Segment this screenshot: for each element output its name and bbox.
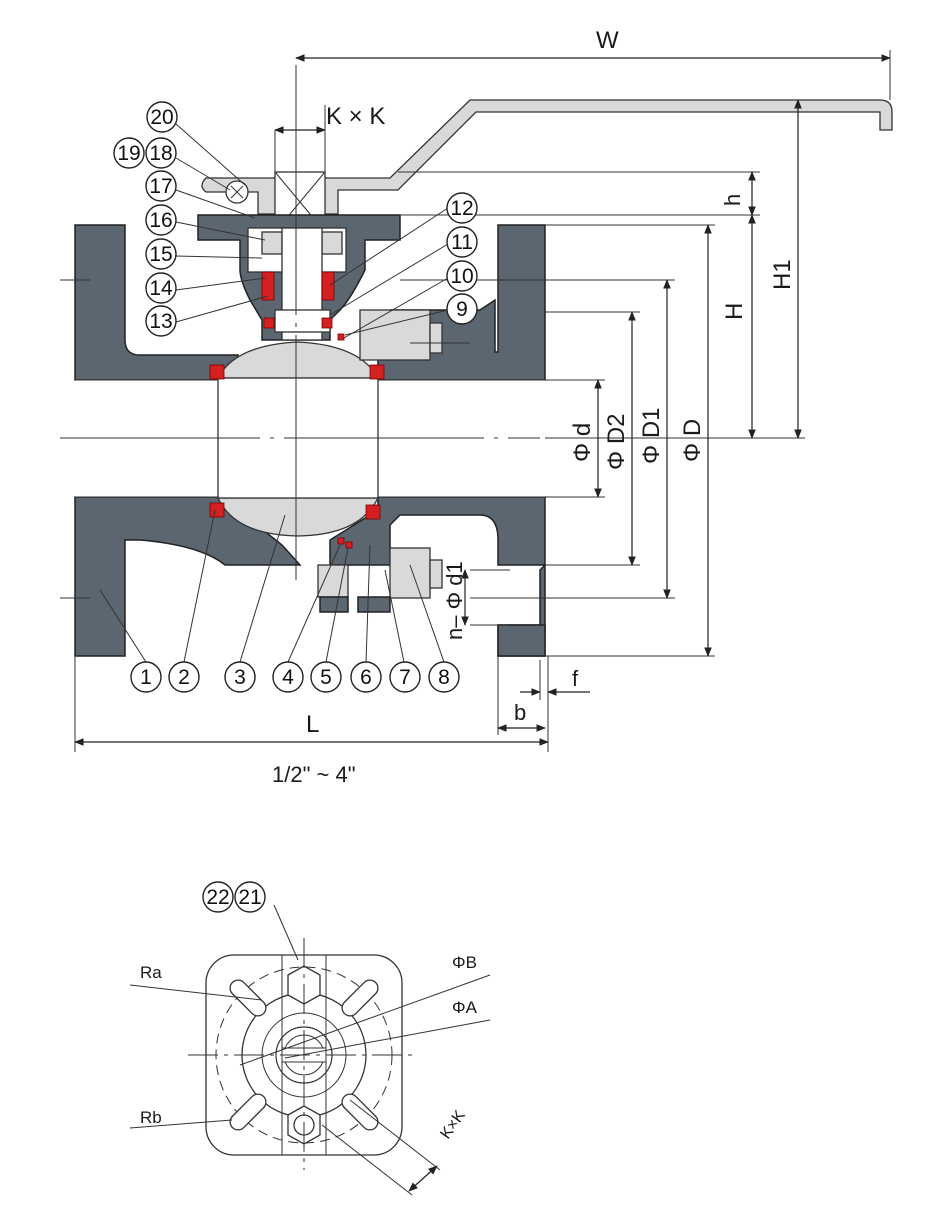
svg-text:3: 3 — [234, 666, 246, 689]
part-callout-22: 22 — [202, 881, 234, 913]
label-phi-B: ΦB — [452, 953, 477, 972]
part-callout-6: 6 — [350, 661, 382, 693]
dim-phi-d: Φ d — [569, 423, 596, 462]
part-callout-15: 15 — [145, 238, 177, 270]
dim-f: f — [572, 666, 579, 691]
dim-phi-D1: Φ D1 — [638, 408, 665, 465]
part-callout-10: 10 — [446, 260, 478, 292]
part-callout-16: 16 — [145, 204, 177, 236]
svg-text:21: 21 — [238, 886, 261, 909]
part-callout-13: 13 — [145, 305, 177, 337]
dim-b: b — [514, 700, 526, 725]
svg-text:20: 20 — [150, 106, 173, 129]
ball — [216, 341, 380, 537]
gland-nut-left — [261, 231, 283, 255]
dim-KxK: K × K — [326, 103, 385, 130]
dim-phi-D: Φ D — [679, 419, 706, 462]
dim-H: H — [721, 303, 748, 320]
dim-W: W — [596, 27, 619, 54]
svg-text:2: 2 — [178, 666, 190, 689]
svg-text:9: 9 — [456, 298, 468, 321]
svg-text:16: 16 — [149, 209, 172, 232]
gland-nut-right — [321, 231, 343, 255]
part-callout-4: 4 — [272, 661, 304, 693]
valve-body-left — [74, 224, 302, 657]
svg-text:13: 13 — [149, 310, 172, 333]
svg-text:14: 14 — [149, 277, 173, 300]
label-Ra: Ra — [140, 963, 162, 982]
part-callout-1: 1 — [130, 661, 162, 693]
svg-text:8: 8 — [438, 666, 450, 689]
dim-L: L — [306, 711, 319, 738]
part-callout-7: 7 — [389, 661, 421, 693]
size-range: 1/2" ~ 4" — [272, 762, 356, 787]
svg-text:12: 12 — [450, 197, 473, 220]
part-callout-18: 18 — [145, 137, 177, 169]
svg-text:6: 6 — [360, 666, 372, 689]
part-callout-11: 11 — [446, 226, 478, 258]
part-callout-19: 19 — [113, 137, 145, 169]
dimension-lines — [74, 50, 891, 752]
label-Rb: Rb — [140, 1108, 162, 1127]
bolts — [317, 309, 443, 613]
svg-text:1: 1 — [140, 666, 152, 689]
callout-leaders — [99, 123, 449, 663]
handle-lever — [201, 99, 893, 215]
part-callout-20: 20 — [146, 101, 178, 133]
part-callout-8: 8 — [428, 661, 460, 693]
centerlines — [60, 65, 545, 599]
dim-phi-D2: Φ D2 — [603, 414, 630, 471]
svg-text:18: 18 — [149, 142, 172, 165]
svg-text:5: 5 — [320, 666, 332, 689]
label-phi-A: ΦA — [452, 998, 478, 1017]
svg-text:7: 7 — [399, 666, 411, 689]
dim-n-phi-d1: n– Φ d1 — [442, 561, 467, 640]
part-callout-2: 2 — [168, 661, 200, 693]
svg-text:10: 10 — [450, 265, 473, 288]
part-callout-9: 9 — [446, 293, 478, 325]
part-callout-3: 3 — [224, 661, 256, 693]
part-callout-5: 5 — [310, 661, 342, 693]
dim-h: h — [720, 194, 745, 206]
svg-text:11: 11 — [451, 231, 473, 254]
dim-H1: H1 — [769, 259, 796, 290]
seat-rings — [209, 333, 385, 549]
packing-seals — [261, 271, 335, 329]
label-top-KxK: K×K — [437, 1107, 469, 1142]
svg-text:17: 17 — [149, 175, 172, 198]
svg-text:19: 19 — [117, 142, 140, 165]
part-callout-17: 17 — [145, 170, 177, 202]
svg-text:22: 22 — [206, 886, 229, 909]
part-callout-14: 14 — [145, 272, 177, 304]
part-callout-12: 12 — [446, 192, 478, 224]
top-view — [129, 904, 491, 1196]
part-callout-21: 21 — [234, 881, 266, 913]
svg-text:4: 4 — [282, 666, 294, 689]
svg-text:15: 15 — [149, 243, 172, 266]
